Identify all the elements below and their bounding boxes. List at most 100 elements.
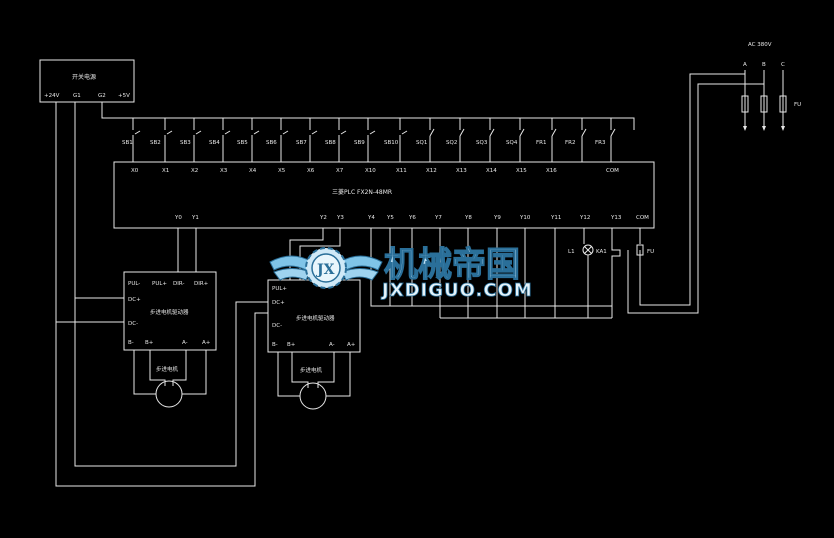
plc: 三菱PLC FX2N-48MR X0 X1 X2 X3 X4 X5 X6 X7 … <box>113 161 655 229</box>
switch-sb5: SB5 <box>237 118 260 162</box>
motor-2-label: 步进电机 <box>300 366 323 374</box>
svg-text:PUL-: PUL- <box>128 281 140 287</box>
svg-text:X2: X2 <box>191 168 198 174</box>
fuse-a <box>741 95 749 113</box>
switch-row: SB1 SB2 SB3 SB4 SB5 SB6 SB7 SB8 SB9 SB10… <box>122 118 616 162</box>
watermark-en: JXDIGUO.COM <box>380 280 533 301</box>
driver-1-box <box>123 271 217 351</box>
ac-source: AC 380V A B C FU <box>627 42 801 314</box>
svg-text:X4: X4 <box>249 168 257 174</box>
switch-fr3: FR3 <box>595 118 616 162</box>
switch-sb7: SB7 <box>296 118 318 162</box>
svg-text:FR2: FR2 <box>565 140 575 146</box>
svg-text:SB8: SB8 <box>325 140 336 146</box>
lamp-label: L1 <box>568 249 575 255</box>
power-supply: 开关电源 +24V G1 G2 +5V <box>39 59 135 103</box>
svg-text:A+: A+ <box>347 342 356 348</box>
svg-text:Y11: Y11 <box>550 215 561 221</box>
svg-text:A+: A+ <box>202 340 211 346</box>
svg-text:SB9: SB9 <box>354 140 365 146</box>
switch-sb4: SB4 <box>209 118 231 162</box>
driver-1: PUL- PUL+ DIR- DIR+ DC+ DC- 步进电机驱动器 B- B… <box>123 271 217 408</box>
svg-text:SQ1: SQ1 <box>416 140 427 146</box>
svg-text:Y6: Y6 <box>408 215 416 221</box>
fu-output-label: FU <box>647 249 654 255</box>
svg-text:DIR-: DIR- <box>173 281 184 287</box>
svg-text:B+: B+ <box>287 342 296 348</box>
svg-text:SB1: SB1 <box>122 140 133 146</box>
svg-text:X15: X15 <box>516 168 527 174</box>
terminal-24v: +24V <box>44 93 60 99</box>
svg-text:X10: X10 <box>365 168 376 174</box>
svg-text:Y12: Y12 <box>579 215 590 221</box>
power-supply-box <box>39 59 135 103</box>
watermark-badge: JX <box>315 262 335 278</box>
plc-output-wires <box>177 228 641 319</box>
svg-text:DC+: DC+ <box>272 300 285 306</box>
svg-text:COM: COM <box>636 215 649 221</box>
svg-text:Y7: Y7 <box>434 215 442 221</box>
svg-text:Y9: Y9 <box>493 215 501 221</box>
switch-sq1: SQ1 <box>416 118 435 162</box>
svg-text:FR1: FR1 <box>536 140 546 146</box>
phase-c-label: C <box>781 62 785 68</box>
switch-sb3: SB3 <box>180 118 202 162</box>
svg-text:B+: B+ <box>145 340 154 346</box>
svg-text:A-: A- <box>182 340 188 346</box>
svg-text:PUL+: PUL+ <box>272 286 287 292</box>
motor-2-icon <box>299 382 327 410</box>
svg-text:Y5: Y5 <box>386 215 394 221</box>
svg-text:SB10: SB10 <box>384 140 399 146</box>
svg-text:X5: X5 <box>278 168 286 174</box>
svg-text:DC-: DC- <box>272 323 282 329</box>
switch-sb2: SB2 <box>150 118 173 162</box>
svg-text:Y4: Y4 <box>367 215 375 221</box>
svg-text:X11: X11 <box>396 168 407 174</box>
power-supply-title: 开关电源 <box>72 73 96 81</box>
svg-text:PUL+: PUL+ <box>152 281 167 287</box>
watermark-cn: 机械帝国 <box>384 245 520 285</box>
fuse-c <box>779 95 787 113</box>
ka-label: KA1 <box>596 249 607 255</box>
switch-sb6: SB6 <box>266 118 289 162</box>
right-wing-icon <box>339 255 383 271</box>
svg-text:X6: X6 <box>307 168 315 174</box>
driver-1-title: 步进电机驱动器 <box>150 308 189 316</box>
svg-text:SQ3: SQ3 <box>476 140 488 146</box>
svg-text:Y8: Y8 <box>464 215 472 221</box>
driver-2: PUL+ DC+ DC- 步进电机驱动器 B- B+ A- A+ 步进电机 <box>267 279 361 410</box>
svg-text:SB2: SB2 <box>150 140 161 146</box>
plc-box <box>113 161 655 229</box>
motor-1-icon <box>155 380 183 408</box>
plc-title: 三菱PLC FX2N-48MR <box>332 188 392 196</box>
fu-label: FU <box>794 102 801 108</box>
svg-text:DC+: DC+ <box>128 297 141 303</box>
svg-text:X7: X7 <box>336 168 344 174</box>
svg-text:Y13: Y13 <box>610 215 622 221</box>
switch-sq3: SQ3 <box>476 118 495 162</box>
svg-text:Y1: Y1 <box>191 215 199 221</box>
svg-text:X12: X12 <box>426 168 437 174</box>
switch-fr2: FR2 <box>565 118 587 162</box>
switch-sb8: SB8 <box>325 118 347 162</box>
svg-text:X1: X1 <box>162 168 169 174</box>
svg-text:B-: B- <box>128 340 134 346</box>
watermark-logo: JX 机械帝国 JXDIGUO.COM <box>269 244 533 301</box>
svg-text:Y0: Y0 <box>174 215 182 221</box>
switch-sq2: SQ2 <box>446 118 465 162</box>
ac-label: AC 380V <box>748 42 772 48</box>
svg-text:X3: X3 <box>220 168 228 174</box>
power-supply-wires <box>55 102 635 487</box>
svg-text:Y2: Y2 <box>319 215 327 221</box>
terminal-g2: G2 <box>98 93 106 99</box>
svg-text:SB6: SB6 <box>266 140 277 146</box>
svg-text:COM: COM <box>606 168 619 174</box>
svg-text:SB5: SB5 <box>237 140 248 146</box>
switch-sq4: SQ4 <box>506 118 525 162</box>
svg-text:X14: X14 <box>486 168 497 174</box>
terminal-5v: +5V <box>118 93 130 99</box>
svg-text:SB7: SB7 <box>296 140 307 146</box>
svg-text:SB3: SB3 <box>180 140 191 146</box>
phase-b-label: B <box>762 62 766 68</box>
